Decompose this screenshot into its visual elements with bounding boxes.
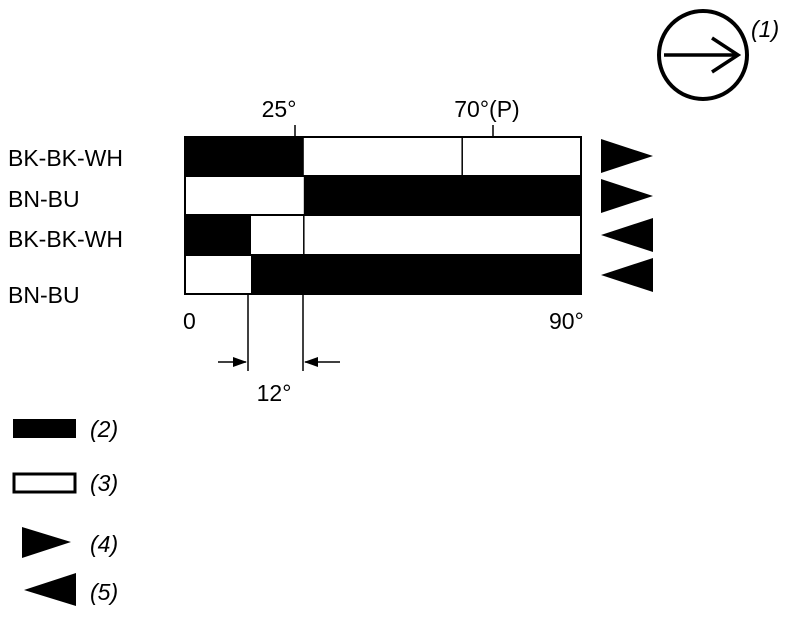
rotation-circle-icon: [657, 9, 749, 101]
row-4-direction-left-icon: [601, 258, 653, 292]
rotation-arrow-head-icon: [711, 36, 742, 74]
bars-group: [184, 125, 582, 295]
legend-white-bar: [12, 472, 77, 494]
legend-black-bar: [13, 419, 76, 438]
dimension-arrowhead-left-icon: [233, 357, 247, 367]
row-label-2: BN-BU: [8, 186, 80, 212]
row-2-direction-right-icon: [601, 179, 653, 213]
row-1-black-segment-1: [185, 137, 304, 175]
row-4-black-segment-1: [251, 256, 581, 294]
row-3-direction-left-icon: [601, 218, 653, 252]
marker-label-70: 70°(P): [454, 96, 519, 122]
legend-label-white-bar: (3): [90, 470, 118, 496]
legend: (2) (3) (4) (5): [12, 416, 118, 606]
row-2-black-segment-1: [303, 177, 581, 215]
legend-label-black-bar: (2): [90, 416, 118, 442]
dimension-arrowhead-right-icon: [304, 357, 318, 367]
dimension-marker: 12°: [218, 294, 340, 406]
dimension-label: 12°: [257, 380, 292, 406]
row-1-direction-right-icon: [601, 139, 653, 173]
row-label-1: BK-BK-WH: [8, 145, 123, 171]
row-label-4: BN-BU: [8, 282, 80, 308]
rotation-symbol-label: (1): [751, 16, 779, 42]
legend-label-left-triangle: (5): [90, 579, 118, 605]
axis-label-end: 90°: [549, 308, 584, 334]
legend-right-triangle-icon: [22, 527, 71, 558]
marker-label-25: 25°: [262, 96, 297, 122]
direction-arrows: [601, 139, 653, 292]
bars-frame: [184, 136, 582, 295]
axis-label-start: 0: [183, 308, 196, 334]
legend-label-right-triangle: (4): [90, 531, 118, 557]
rotation-symbol: (1): [657, 9, 779, 101]
legend-left-triangle-icon: [24, 573, 76, 606]
row-3-black-segment-1: [185, 216, 251, 254]
row-label-3: BK-BK-WH: [8, 226, 123, 252]
